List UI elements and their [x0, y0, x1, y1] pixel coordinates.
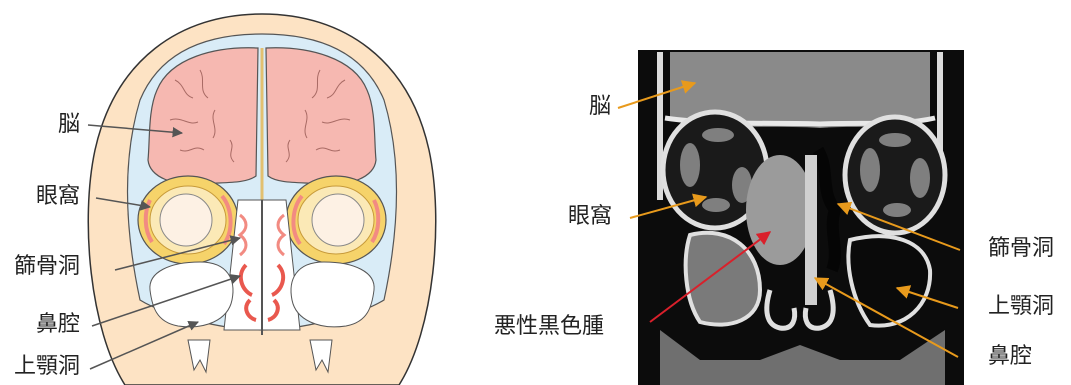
nasal-structures [224, 200, 300, 335]
label-nasal-left: 鼻腔 [36, 314, 80, 336]
label-brain-left: 脳 [58, 114, 80, 136]
label-orbit-right: 眼窩 [568, 206, 612, 228]
label-brain-right: 脳 [589, 96, 611, 118]
left-maxillary-sinus [150, 262, 233, 327]
right-orbit [286, 176, 386, 264]
melanoma-mass [746, 155, 814, 265]
label-nasal-right: 鼻腔 [988, 346, 1032, 368]
label-orbit-left: 眼窩 [36, 186, 80, 208]
label-melanoma-right: 悪性黒色腫 [494, 316, 604, 338]
right-maxillary-sinus [291, 262, 374, 327]
label-maxillary-left: 上顎洞 [14, 356, 80, 378]
label-maxillary-right: 上顎洞 [988, 296, 1054, 318]
ct-image [638, 50, 964, 385]
label-ethmoid-right: 篩骨洞 [988, 238, 1054, 260]
label-ethmoid-left: 篩骨洞 [14, 256, 80, 278]
